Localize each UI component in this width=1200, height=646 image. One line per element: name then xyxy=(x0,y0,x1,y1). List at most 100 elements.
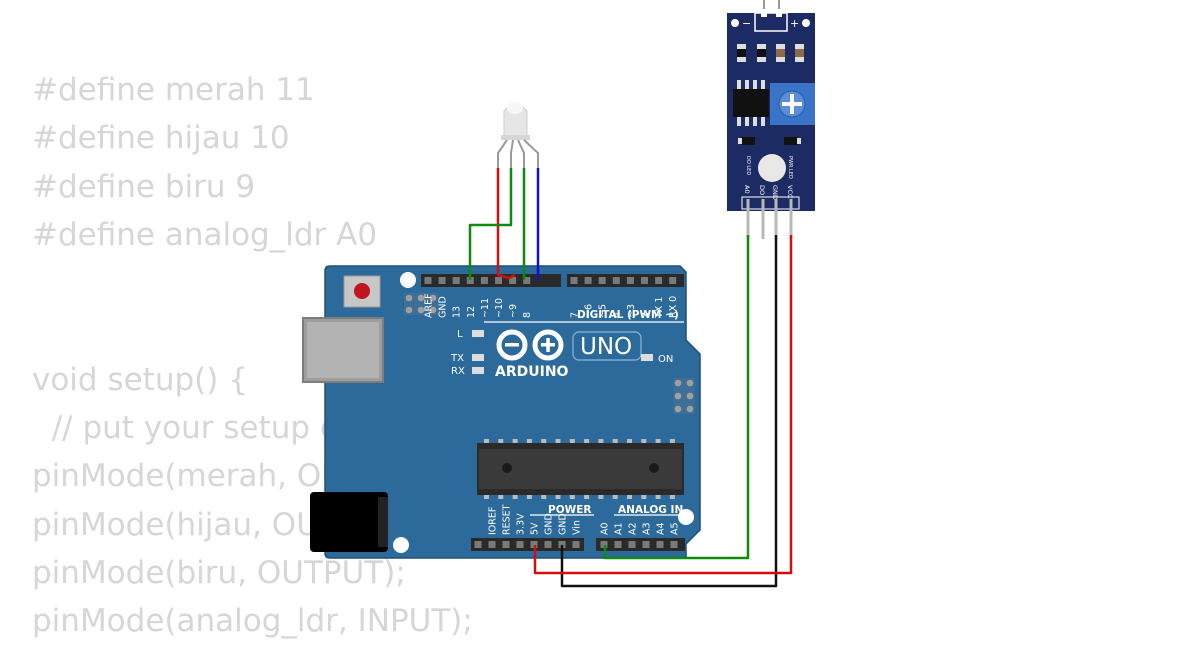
digital-pin-socket xyxy=(641,277,648,284)
digital-pin-socket xyxy=(570,277,578,284)
digital-pin-label: ~10 xyxy=(494,298,505,318)
analog-pin-socket xyxy=(600,541,608,548)
sensor-pin xyxy=(789,199,793,239)
chip-pin xyxy=(598,439,604,443)
wires xyxy=(468,168,793,588)
digital-pin-socket xyxy=(466,277,474,284)
digital-pin-socket xyxy=(424,277,432,284)
power-pin-socket xyxy=(488,541,496,548)
analog-pin-label: A4 xyxy=(656,522,667,535)
sensor-pin-label: GND xyxy=(771,185,779,200)
chip-pin xyxy=(498,439,504,443)
on-led xyxy=(641,354,653,361)
sensor-pin-label: DO xyxy=(758,185,766,195)
digital-pin-label: ~3 xyxy=(626,304,637,318)
icsp-header xyxy=(404,293,438,315)
icsp-pin xyxy=(429,306,437,314)
ldr-photoresistor xyxy=(758,154,786,182)
ic-leg xyxy=(737,80,741,89)
digital-pin-socket xyxy=(655,277,663,284)
code-line: void setup() { xyxy=(32,361,248,398)
digital-header-right xyxy=(567,274,684,287)
digital-pin-socket xyxy=(598,277,606,284)
power-pin-label: 5V xyxy=(530,522,541,535)
code-line: pinMode(hijau, OU xyxy=(32,506,319,543)
digital-pin-socket xyxy=(669,277,677,284)
ldr-leg xyxy=(778,0,780,10)
chip-pin xyxy=(484,495,489,499)
analog-pin-socket xyxy=(670,541,678,548)
pwr-led-label: PWR LED xyxy=(787,156,793,179)
digital-pin-socket xyxy=(480,277,488,284)
chip-pin xyxy=(584,439,590,443)
mounting-hole xyxy=(731,19,739,27)
analog-pin-socket xyxy=(656,541,664,548)
uno-model: UNO xyxy=(580,334,632,360)
rgb-led xyxy=(497,102,539,168)
chip-pin xyxy=(655,439,661,443)
digital-pin-label: TX 1 xyxy=(654,297,665,319)
sensor-pin xyxy=(774,199,778,239)
chip-pin xyxy=(512,495,518,499)
power-header-label: POWER xyxy=(548,504,591,516)
digital-pin-label: 7 xyxy=(570,312,581,318)
code-line: pinMode(biru, OUTPUT); xyxy=(32,554,406,591)
analog-pin-socket xyxy=(614,541,622,548)
power-pin-socket xyxy=(530,541,538,548)
digital-pin-socket xyxy=(495,277,502,284)
digital-pin-label: 8 xyxy=(522,312,533,318)
analog-pin-label: A1 xyxy=(614,522,625,535)
plus-label: + xyxy=(790,17,799,30)
ic-leg xyxy=(745,117,749,126)
chip-pin xyxy=(569,495,575,499)
digital-pin-label: ~9 xyxy=(508,304,519,318)
do-led-label: DO LED xyxy=(745,156,751,175)
digital-header-label: DIGITAL (PWM ~) xyxy=(577,309,679,321)
arduino-logo-icon xyxy=(496,329,564,361)
digital-pin-socket xyxy=(509,277,517,284)
ic-leg xyxy=(761,80,765,89)
mounting-hole xyxy=(400,272,416,288)
icsp-pin xyxy=(686,379,694,387)
analog-pin-label: A5 xyxy=(670,522,681,535)
analog-pin-label: A0 xyxy=(600,522,611,535)
digital-pin-label: ~11 xyxy=(480,298,491,318)
tx-led-label: TX xyxy=(450,353,464,364)
chip-pin xyxy=(541,495,547,499)
tx-led xyxy=(472,354,484,361)
sensor-pin xyxy=(761,199,765,239)
icsp-pin xyxy=(674,405,682,413)
ic-leg xyxy=(761,117,765,126)
power-pin-label: 3.3V xyxy=(516,513,527,535)
led-leg xyxy=(523,139,539,168)
potentiometer[interactable] xyxy=(770,83,815,125)
chip-pin xyxy=(555,495,561,499)
code-line: #define hijau 10 xyxy=(32,120,290,157)
power-pin-socket xyxy=(474,541,482,548)
wire-sensor-vcc-to-5v xyxy=(533,235,793,575)
wire-sensor-gnd-to-gnd xyxy=(560,235,778,588)
sensor-pin-label: A0 xyxy=(743,185,751,194)
chip-pin xyxy=(526,495,532,499)
power-pin-label: Vin xyxy=(572,520,583,535)
power-pin-label: GND xyxy=(544,513,555,535)
power-pin-label: GND xyxy=(558,513,569,535)
digital-pin-label: GND xyxy=(438,296,449,318)
led-leg xyxy=(517,139,525,168)
on-led-label: ON xyxy=(658,354,673,365)
reset-button-cap xyxy=(354,283,370,299)
ic-leg xyxy=(745,80,749,89)
sensor-pin xyxy=(746,199,750,239)
chip-pin xyxy=(498,495,504,499)
chip-pin xyxy=(512,439,518,443)
chip-pin xyxy=(541,439,547,443)
chip-pin xyxy=(555,439,561,443)
digital-pin-label: 12 xyxy=(466,306,477,318)
icsp-pin xyxy=(674,379,682,387)
power-pin-socket xyxy=(516,541,524,548)
chip-pin xyxy=(641,439,647,443)
icsp-pin xyxy=(405,294,413,302)
analog-pin-socket xyxy=(642,541,650,548)
wire-led-red-to-pin-11 xyxy=(496,168,516,280)
